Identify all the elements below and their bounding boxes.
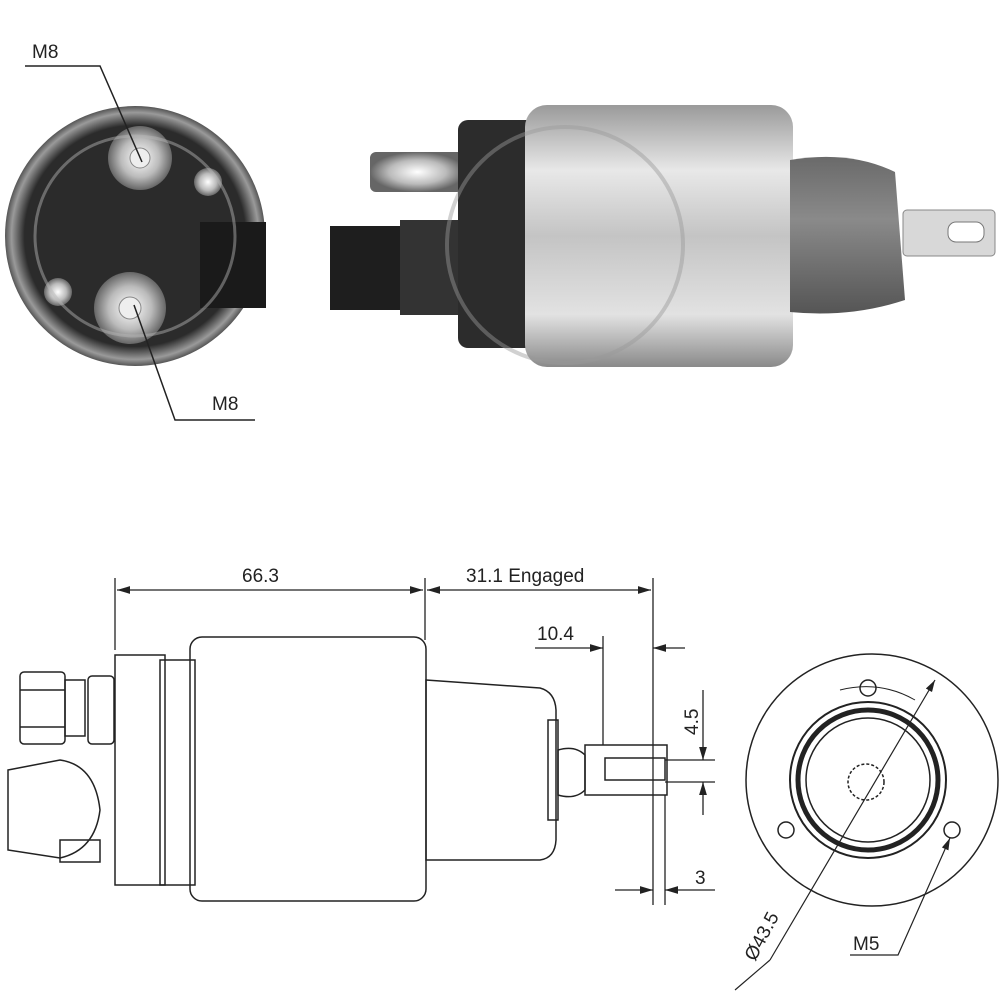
- leader-m8-top: M8: [25, 42, 143, 163]
- dim-body-length: 66.3: [242, 566, 279, 587]
- dim-mount-thread: M5: [853, 934, 879, 955]
- side-drawing: [7, 636, 668, 902]
- mount-hole-right: [943, 821, 961, 839]
- end-view-photo: [5, 106, 266, 366]
- small-terminal-top: [194, 168, 222, 196]
- plunger-slot-photo: [947, 221, 985, 243]
- dimension-lines: [114, 578, 715, 905]
- dim-flange-diameter: Ø43.5: [741, 909, 784, 965]
- dim-engaged-stroke: 31.1 Engaged: [466, 566, 584, 587]
- label-m8-top: M8: [32, 42, 58, 63]
- small-terminal-left: [44, 278, 72, 306]
- label-m8-bottom: M8: [212, 394, 238, 415]
- end-view-drawing: [734, 653, 999, 991]
- side-view-photo: [330, 105, 996, 367]
- body-photo: [525, 105, 793, 367]
- watermark-logo-side: [445, 125, 685, 365]
- mount-hole-top: [859, 679, 877, 697]
- watermark-logo: [33, 134, 237, 338]
- mount-hole-left: [777, 821, 795, 839]
- dim-slot-width: 4.5: [682, 709, 703, 735]
- leader-m8-bottom: M8: [133, 304, 255, 421]
- connector-photo: [200, 222, 266, 308]
- terminal-nut-bottom: [94, 272, 166, 344]
- stud-photo: [370, 152, 465, 192]
- dim-tab-thickness: 3: [695, 868, 706, 889]
- dim-tab-offset: 10.4: [537, 624, 574, 645]
- boot-photo: [790, 156, 905, 314]
- flange-photo: [458, 120, 543, 348]
- connector-photo-side: [330, 226, 410, 310]
